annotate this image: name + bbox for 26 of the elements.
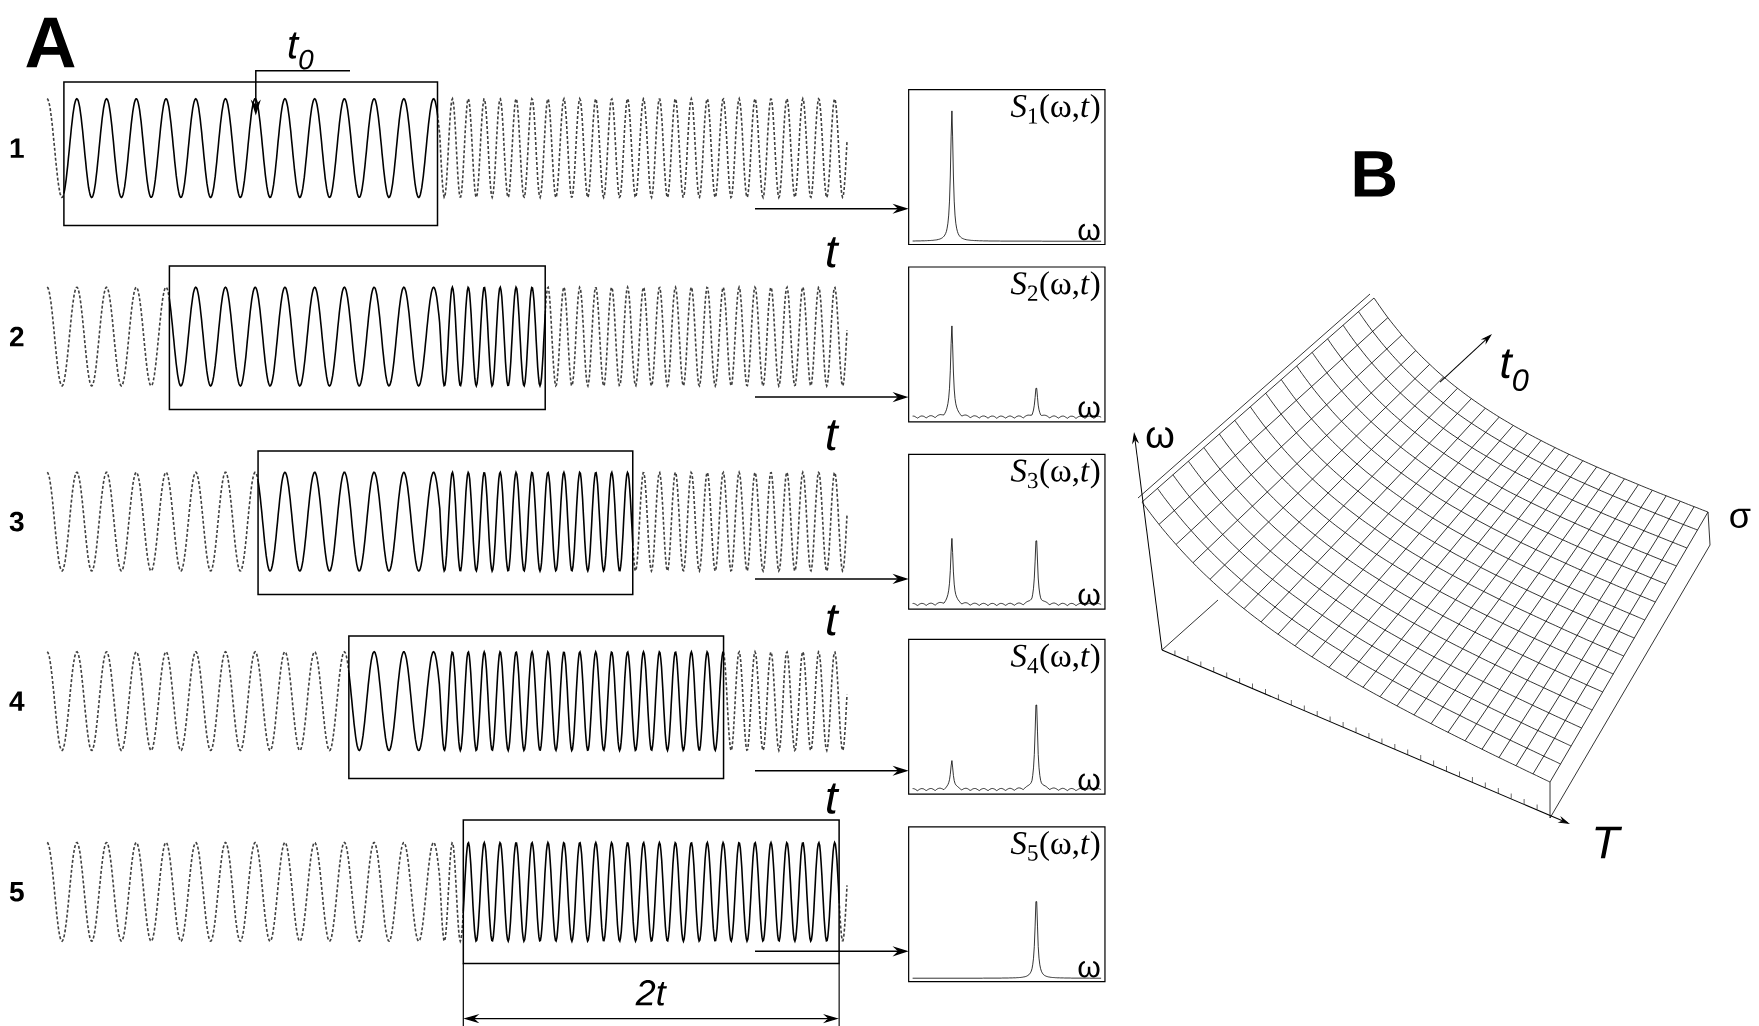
- axis-label: t: [827, 605, 840, 636]
- axis-label: t$_{0}$: [1501, 349, 1529, 392]
- spectrum-box: S$_{4}$(ω,t) ω: [908, 638, 1106, 795]
- window-box: [348, 635, 725, 780]
- axis-label: T: [1595, 826, 1623, 859]
- spectrum-box: S$_{1}$(ω,t) ω: [908, 89, 1106, 246]
- window-box: [257, 450, 634, 596]
- row-number: 3: [9, 511, 24, 532]
- time-label: t$_{0}$: [288, 32, 314, 70]
- row-number: 5: [9, 882, 24, 902]
- panel-letter: A: [26, 17, 75, 68]
- spectrum-box: S$_{2}$(ω,t) ω: [908, 266, 1106, 423]
- row-number: 4: [9, 691, 25, 711]
- row-number: 2: [10, 326, 24, 347]
- spectrum-box: S$_{5}$(ω,t) ω: [908, 826, 1106, 983]
- panel-letter: B: [1354, 151, 1396, 197]
- window-box: [168, 265, 546, 411]
- axis-label: t: [827, 420, 840, 451]
- axis-label: t: [827, 783, 840, 814]
- window-box: [462, 819, 840, 965]
- row-number: 1: [10, 138, 24, 158]
- axis-label: ω: [1146, 427, 1174, 448]
- window-box: [63, 81, 439, 227]
- axis-label: t: [827, 237, 840, 268]
- axis-label: σ: [1730, 508, 1751, 528]
- spectrum-box: S$_{3}$(ω,t) ω: [908, 453, 1106, 610]
